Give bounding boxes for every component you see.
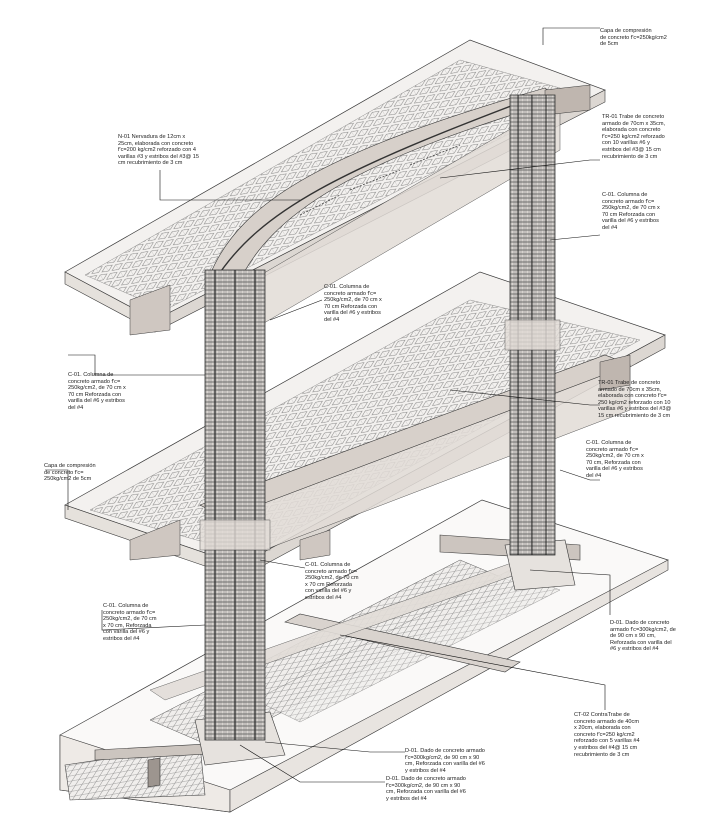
- annotation-capa-compresion-left: Capa de compresión de concreto f'c= 250k…: [44, 463, 96, 483]
- annotation-nervadura-n01: N-01 Nervadura de 12cm x 25cm, elaborada…: [118, 134, 199, 167]
- annotation-dado-d01-bottom-1: D-01. Dado de concreto armado f'c=300kg/…: [405, 748, 485, 774]
- annotation-columna-c01-right-mid: C-01. Columna de concreto armado f'c= 25…: [586, 440, 644, 479]
- lower-secondary-beams: [129, 354, 631, 561]
- annotation-capa-compresion-top: Capa de compresión de concreto f'c=250kg…: [600, 28, 667, 48]
- annotation-columna-c01-right-top: C-01. Columna de concreto armado f'c= 25…: [602, 192, 660, 231]
- leader-lines: [45, 27, 611, 783]
- upper-secondary-beams: [129, 84, 591, 336]
- column-left: [199, 269, 271, 741]
- annotation-dado-d01-right: D-01. Dado de concreto armado f'c=300kg/…: [610, 620, 676, 653]
- column-right: [504, 94, 561, 556]
- annotation-columna-c01-left-low: C-01. Columna de concreto armado f'c= 25…: [103, 603, 157, 642]
- annotation-columna-c01-center-low: C-01. Columna de concreto armado f'c= 25…: [305, 562, 359, 601]
- annotation-columna-c01-center-top: C-01. Columna de concreto armado f'c= 25…: [324, 284, 382, 323]
- annotation-trabe-tr01-mid: TR-01 Trabe de concreto armado de 70cm x…: [598, 380, 672, 419]
- annotation-dado-d01-bottom-2: D-01. Dado de concreto armado f'c=300kg/…: [386, 776, 466, 802]
- annotation-contratrabe-ct02: CT-02 ContraTrabe de concreto armado de …: [574, 712, 640, 758]
- annotation-columna-c01-left-mid: C-01. Columna de concreto armado f'c= 25…: [68, 372, 126, 411]
- annotation-trabe-tr01-top: TR-01 Trabe de concreto armado de 70cm x…: [602, 114, 666, 160]
